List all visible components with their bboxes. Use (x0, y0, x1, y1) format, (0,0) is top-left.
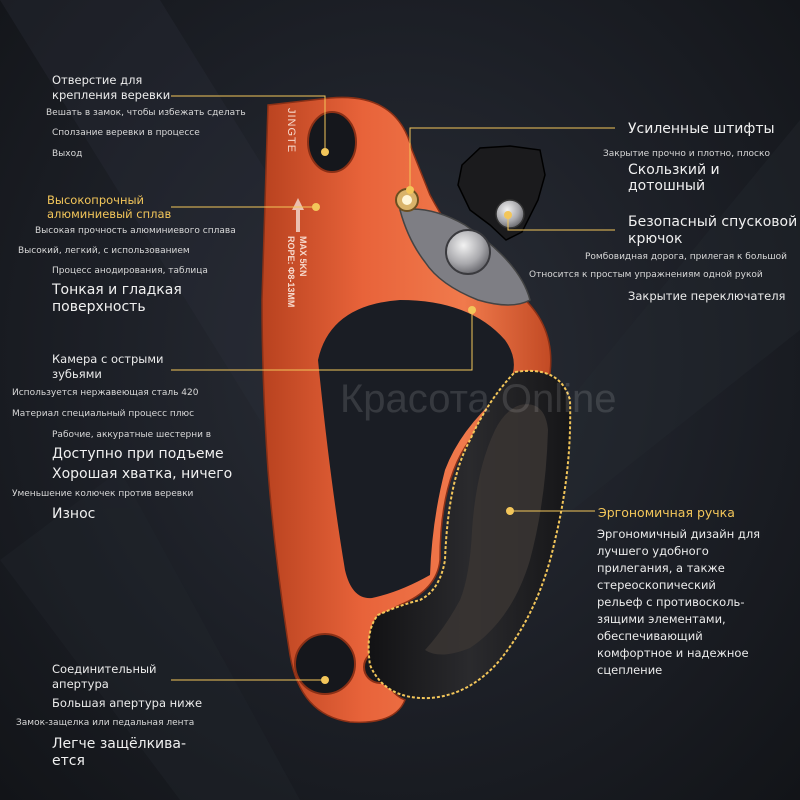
connect-note: Замок-защелка или педальная лента (16, 718, 195, 728)
handle-desc-8: комфортное и надежное (597, 646, 749, 660)
rope-engraving: ROPE: Φ8-13MM (286, 236, 296, 307)
cam-big-1: Доступно при подъеме (52, 446, 224, 462)
pins-note: Закрытие прочно и плотно, плоско (603, 149, 770, 159)
hook-note-1: Ромбовидная дорога, прилегая к большой (585, 252, 787, 262)
leader-rope-hole (171, 95, 326, 152)
alloy-big-1: Тонкая и гладкая (52, 282, 182, 298)
leader-lines (171, 95, 615, 681)
pins-big-1: Скользкий и (628, 162, 720, 178)
alloy-title-2: алюминиевый сплав (47, 207, 172, 221)
connect-title-2: апертура (52, 677, 109, 691)
cam-note-4: Уменьшение колючек против веревки (12, 489, 194, 499)
alloy-note-1: Высокая прочность алюминиевого сплава (35, 226, 236, 236)
cam-pivot (445, 229, 491, 275)
rope-hole-note-1: Вешать в замок, чтобы избежать сделать (46, 108, 246, 118)
cam-title-2: зубьями (52, 367, 102, 381)
handle-desc-4: стереоскопический (597, 578, 716, 592)
rope-hole-note-3: Выход (52, 149, 83, 159)
cam-big-3: Износ (52, 506, 96, 522)
connect-big-1: Большая апертура ниже (52, 696, 203, 710)
watermark: Красота Online (340, 377, 616, 421)
leader-cam (171, 310, 473, 371)
handle-desc-2: лучшего удобного (597, 544, 709, 558)
cam-note-2: Материал специальный процесс плюс (12, 409, 195, 419)
handle-grip-pad (425, 404, 548, 655)
alloy-title-1: Высокопрочный (47, 193, 145, 207)
leader-pins (409, 127, 615, 190)
rating-engraving: MAX 5KN (298, 236, 308, 277)
body-opening (318, 300, 514, 599)
hook-title-1: Безопасный спусковой (628, 214, 798, 230)
handle-desc-6: зящими элементами, (597, 612, 726, 626)
cam-big-2: Хорошая хватка, ничего (52, 466, 233, 482)
cam-note-1: Используется нержавеющая сталь 420 (12, 388, 199, 398)
connect-title-1: Соединительный (52, 662, 157, 676)
hook-title-2: крючок (628, 231, 683, 247)
connect-big-2a: Легче защёлкива- (52, 736, 187, 752)
cam-title-1: Камера с острыми (52, 352, 164, 366)
handle-desc-9: сцепление (597, 663, 663, 677)
brand-engraving: JINGTE (285, 108, 297, 153)
handle-desc-1: Эргономичный дизайн для (597, 527, 761, 541)
hook-big: Закрытие переключателя (628, 289, 786, 303)
alloy-note-3: Процесс анодирования, таблица (52, 266, 208, 276)
leader-dots (312, 148, 514, 684)
pin-center (402, 195, 412, 205)
cam-note-3: Рабочие, аккуратные шестерни в (52, 430, 212, 440)
alloy-note-2: Высокий, легкий, с использованием (18, 246, 190, 256)
rope-hole-title-1: Отверстие для (52, 73, 143, 87)
hook-note-2: Относится к простым упражнениям одной ру… (529, 270, 763, 280)
leader-hook (507, 215, 615, 231)
rope-hole-note-2: Сползание веревки в процессе (52, 128, 200, 138)
pins-title: Усиленные штифты (628, 121, 775, 137)
connection-hole-large (294, 633, 356, 695)
handle-desc-7: обеспечивающий (597, 629, 703, 643)
rope-hole (307, 111, 357, 173)
handle-desc-3: прилегания, а также (597, 561, 725, 575)
connect-big-2b: ется (52, 753, 85, 769)
alloy-big-2: поверхность (52, 299, 146, 315)
pins-big-2: дотошный (628, 178, 706, 194)
rope-hole-title-2: крепления веревки (52, 88, 171, 102)
handle-desc-5: рельеф с противосколь- (597, 595, 745, 609)
handle-title: Эргономичная ручка (598, 505, 735, 520)
